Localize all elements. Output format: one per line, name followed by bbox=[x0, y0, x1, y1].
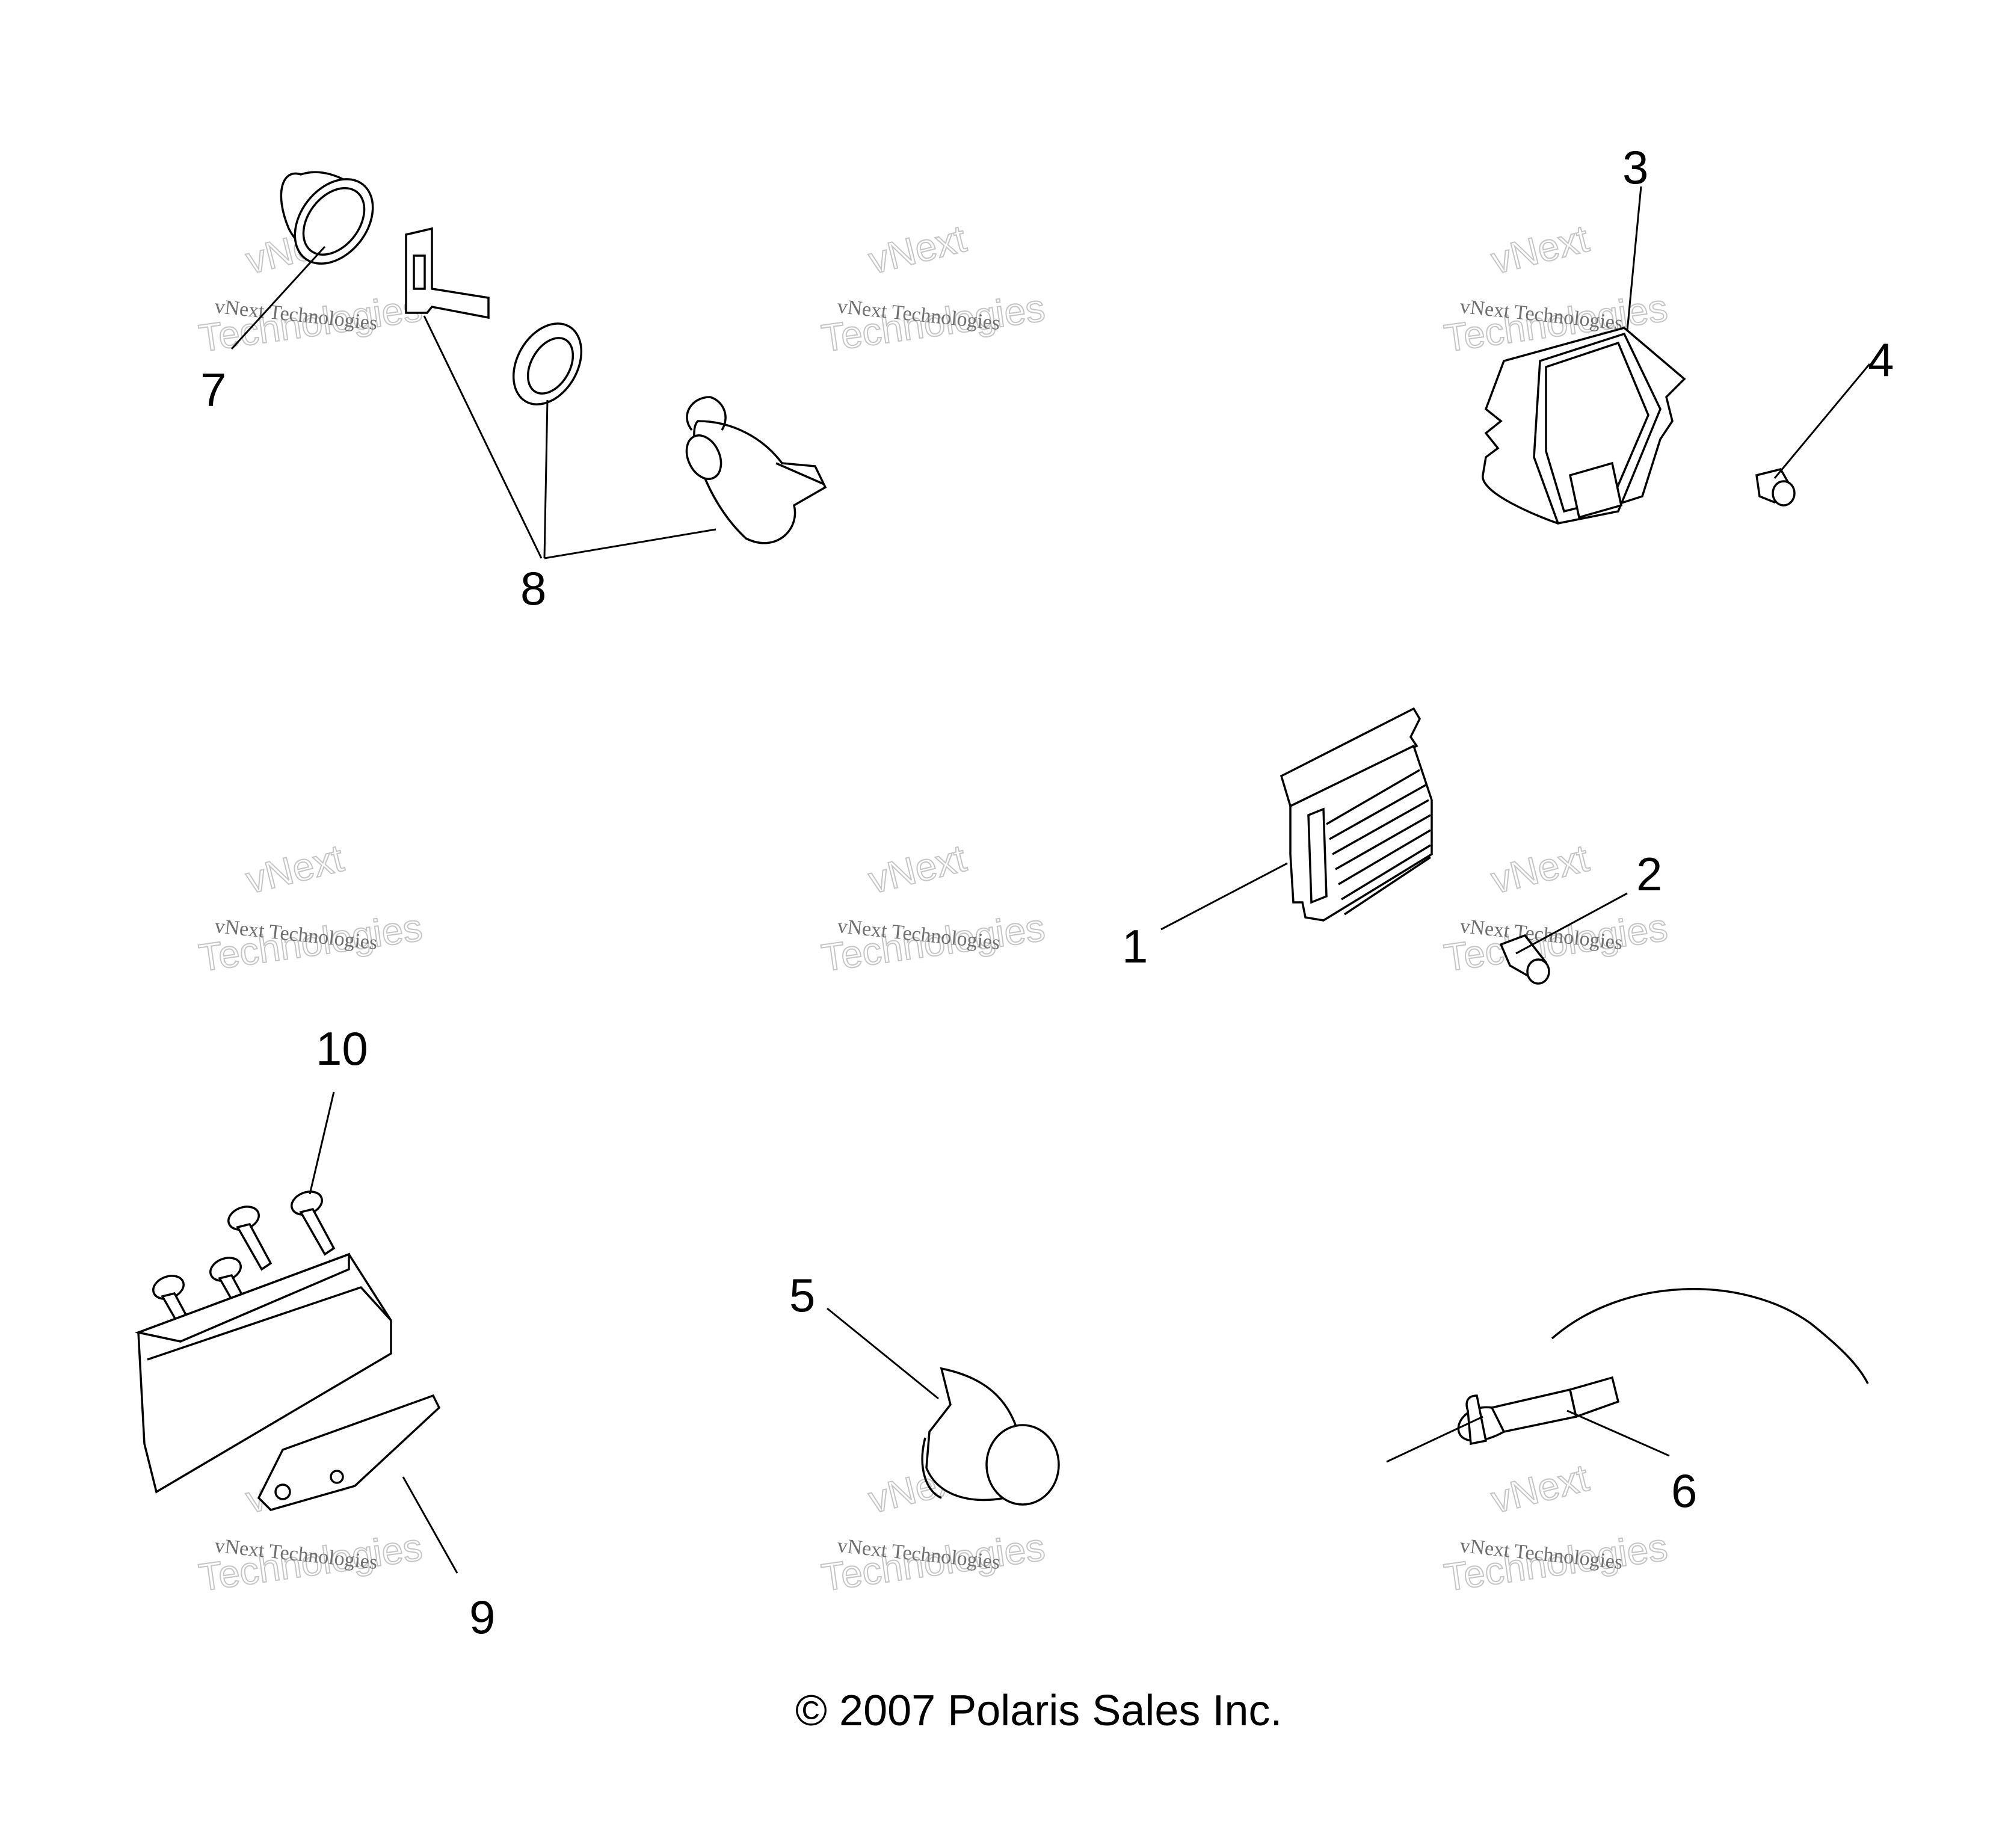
part-1-regulator bbox=[1280, 707, 1433, 922]
svg-text:vNext: vNext bbox=[1487, 217, 1593, 282]
part-8-switch bbox=[685, 396, 827, 544]
leader-6b bbox=[1566, 1409, 1670, 1457]
leader-2 bbox=[1515, 892, 1628, 955]
leader-5 bbox=[827, 1307, 939, 1400]
watermark: Technologies vNext vNext Technologies bbox=[818, 216, 1048, 361]
callout-9: 9 bbox=[469, 1591, 495, 1643]
part-3-module bbox=[1482, 327, 1686, 525]
watermark: Technologies vNext vNext Technologies bbox=[196, 836, 425, 981]
part-6-sensor bbox=[1457, 1288, 1869, 1446]
callout-3: 3 bbox=[1622, 141, 1648, 194]
screw bbox=[227, 1206, 273, 1271]
leader-3 bbox=[1626, 186, 1642, 331]
leader-10 bbox=[309, 1091, 335, 1195]
callout-8: 8 bbox=[520, 562, 546, 615]
svg-text:vNext: vNext bbox=[242, 836, 348, 902]
watermark: Technologies vNext vNext Technologies bbox=[1441, 1455, 1671, 1600]
part-8-bracket bbox=[405, 227, 490, 319]
part-7-cap bbox=[280, 171, 374, 265]
svg-text:vNext: vNext bbox=[864, 217, 970, 282]
callout-6: 6 bbox=[1671, 1464, 1697, 1517]
leader-4 bbox=[1773, 363, 1871, 479]
watermark: Technologies vNext vNext Technologies bbox=[818, 836, 1048, 981]
svg-text:vNext: vNext bbox=[1487, 836, 1593, 902]
callout-10: 10 bbox=[316, 1022, 368, 1075]
leader-8 bbox=[423, 315, 716, 559]
part-5-switch bbox=[921, 1367, 1060, 1506]
leader-1 bbox=[1160, 862, 1288, 931]
watermarks: Technologies vNext vNext Technologies Te… bbox=[196, 216, 1671, 1600]
callout-4: 4 bbox=[1868, 333, 1894, 386]
svg-text:vNext: vNext bbox=[1487, 1456, 1593, 1521]
part-4-screw bbox=[1755, 467, 1796, 507]
leader-7 bbox=[230, 245, 326, 350]
copyright-text: © 2007 Polaris Sales Inc. bbox=[795, 1687, 1282, 1735]
leader-6a bbox=[1386, 1415, 1483, 1463]
screw bbox=[291, 1190, 336, 1256]
leader-9 bbox=[402, 1476, 458, 1574]
part-2-screw bbox=[1499, 934, 1550, 985]
callout-1: 1 bbox=[1122, 920, 1148, 973]
part-8-nut bbox=[512, 322, 583, 405]
svg-text:vNext: vNext bbox=[864, 836, 970, 902]
part-9-cdi-box bbox=[134, 1252, 441, 1511]
callout-2: 2 bbox=[1636, 848, 1662, 901]
callout-labels: 1 2 3 4 5 6 7 8 9 10 bbox=[200, 141, 1894, 1643]
callout-5: 5 bbox=[789, 1269, 815, 1322]
callout-7: 7 bbox=[200, 363, 226, 416]
